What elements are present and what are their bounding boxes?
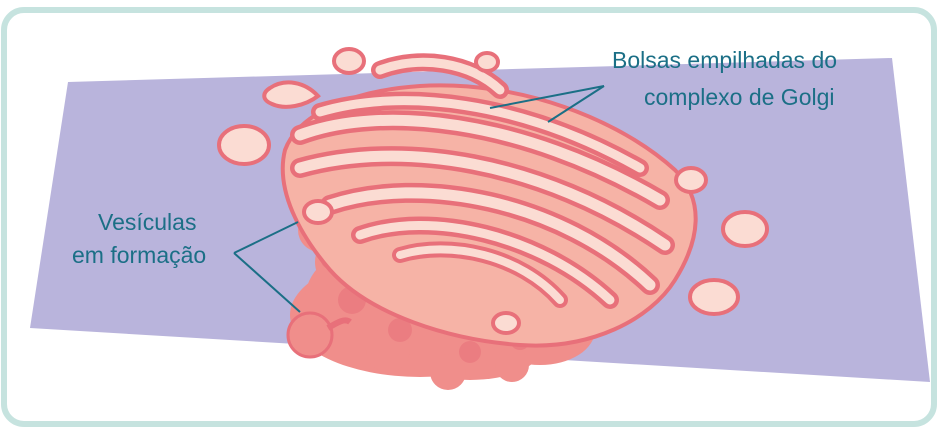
golgi-label-line2: complexo de Golgi [644, 83, 835, 111]
vesicles-label-line1: Vesículas [98, 208, 196, 236]
golgi-label-line1: Bolsas empilhadas do [612, 46, 837, 74]
vesicles-label-line2: em formação [72, 241, 206, 269]
